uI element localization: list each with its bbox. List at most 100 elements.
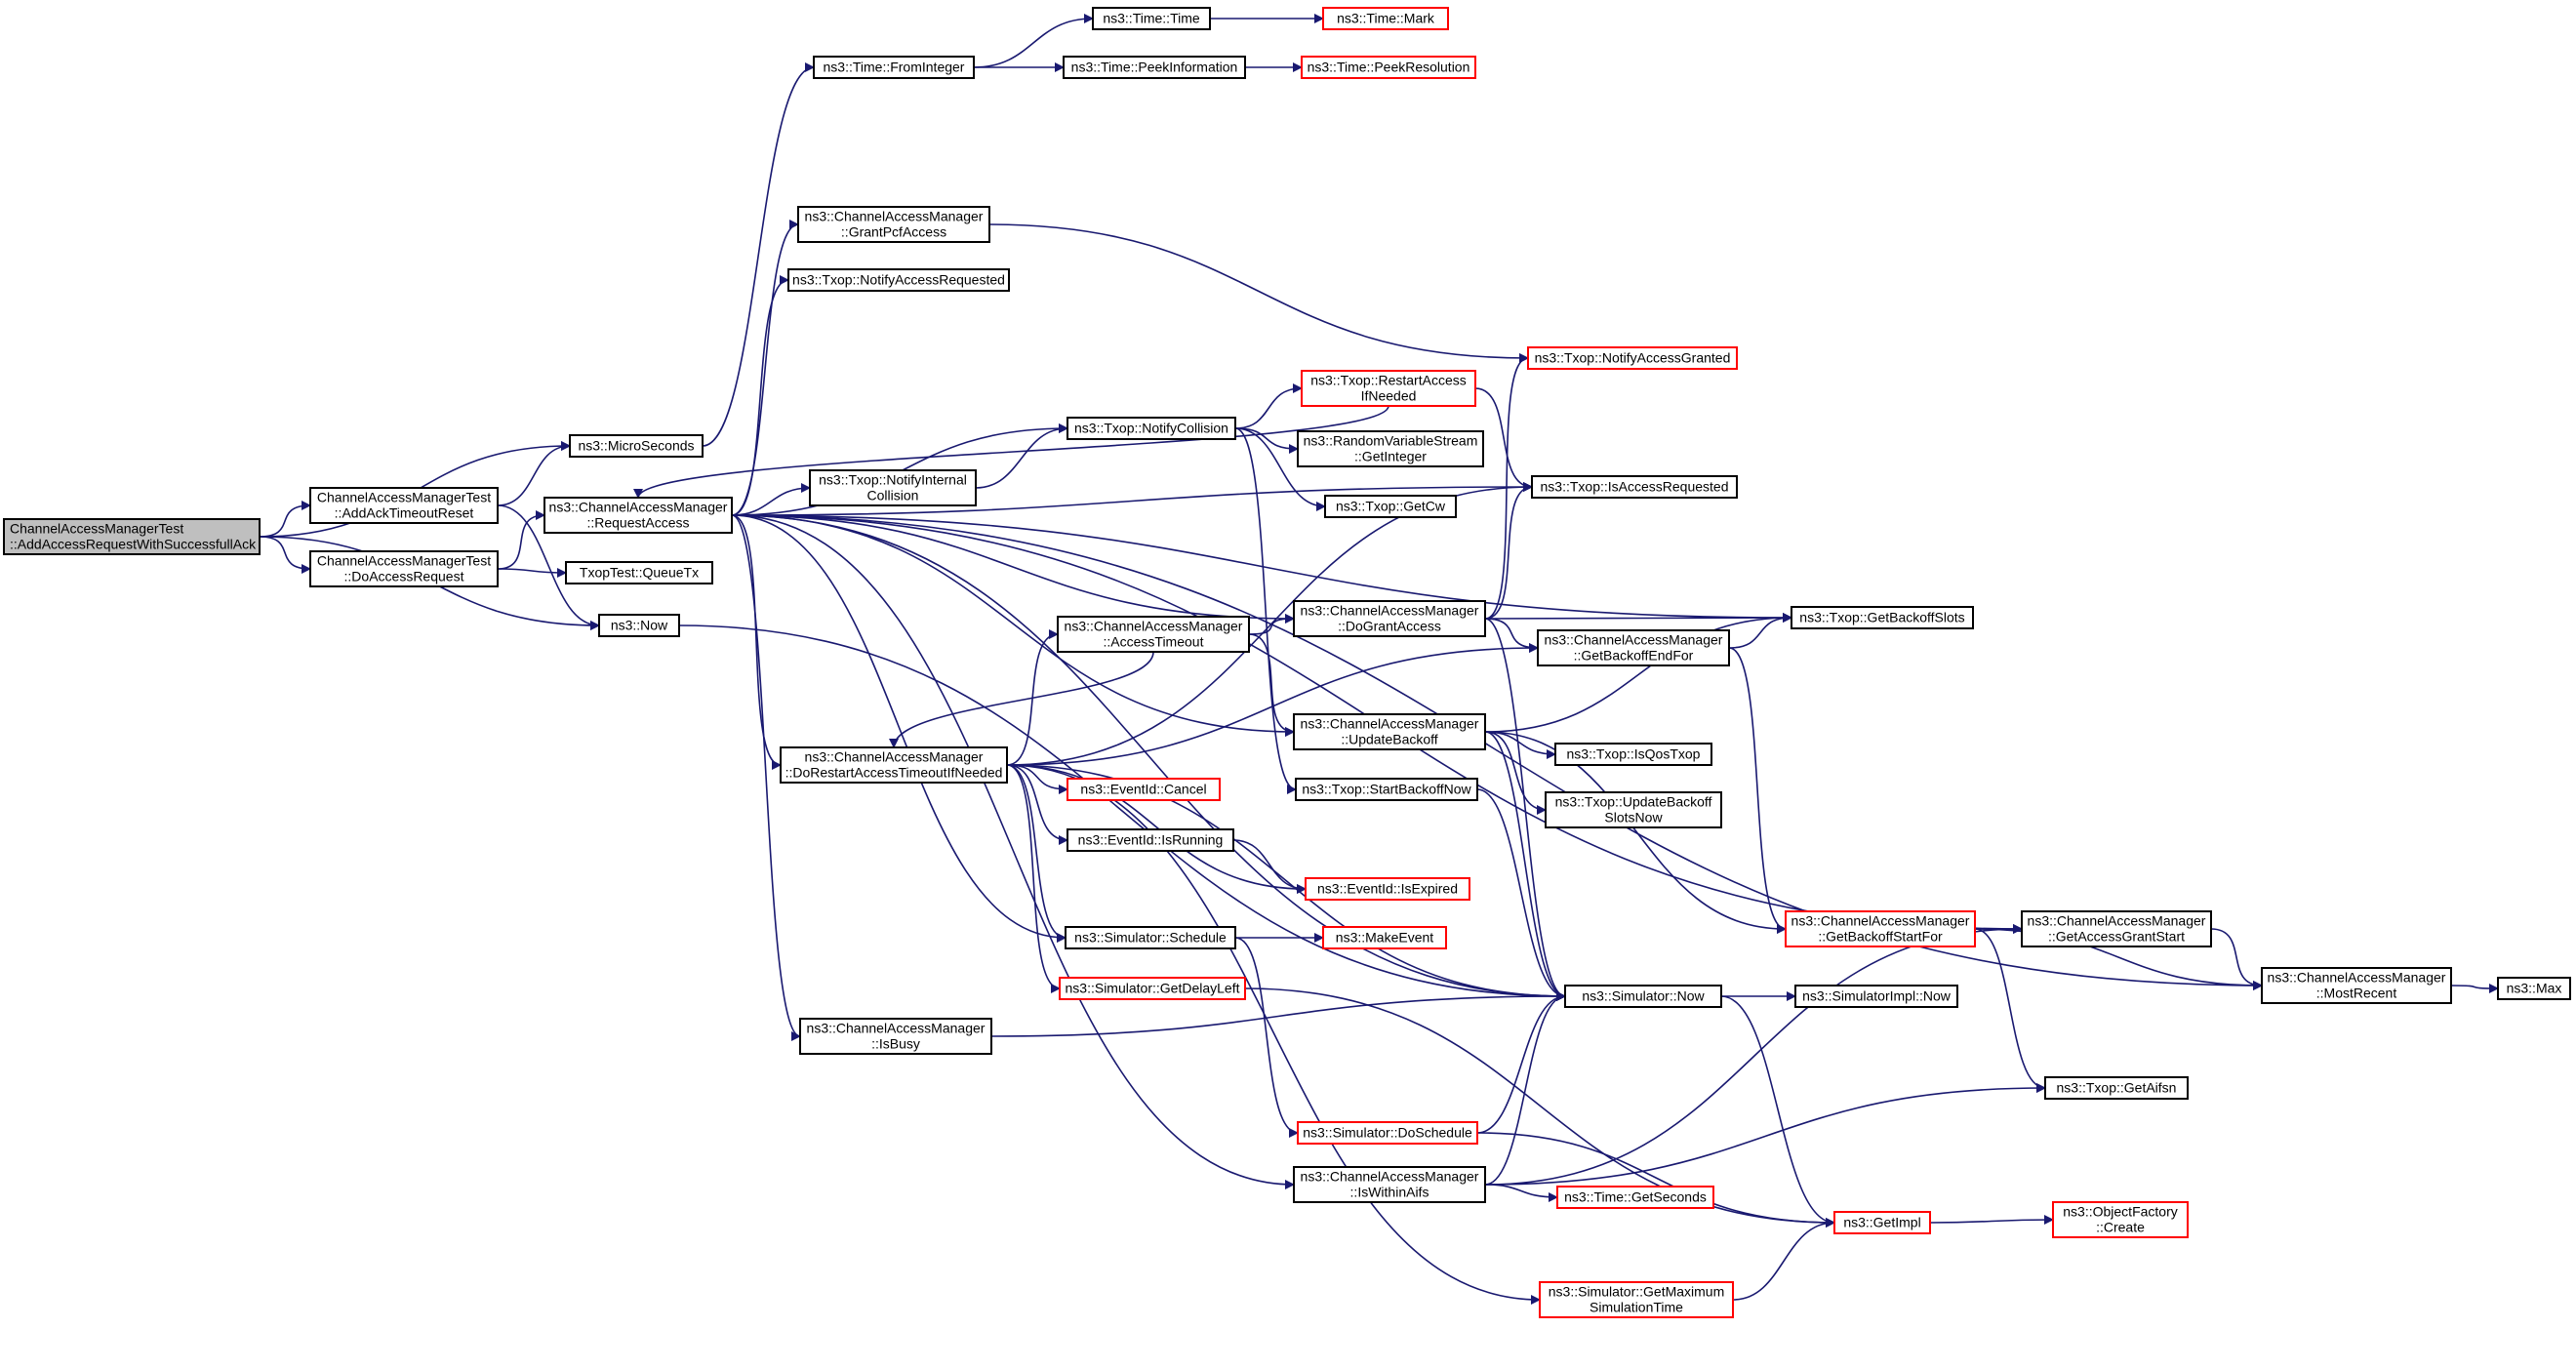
node-box xyxy=(1531,475,1738,499)
node-getaccgrant[interactable]: ns3::ChannelAccessManager::GetAccessGran… xyxy=(2021,910,2212,947)
node-isbusy[interactable]: ns3::ChannelAccessManager::IsBusy xyxy=(799,1018,992,1055)
node-label: ::DoAccessRequest xyxy=(344,569,464,584)
node-evrunning[interactable]: ns3::EventId::IsRunning xyxy=(1067,828,1234,852)
node-peekres[interactable]: ns3::Time::PeekResolution xyxy=(1301,56,1476,79)
node-dogrant[interactable]: ns3::ChannelAccessManager::DoGrantAccess xyxy=(1293,600,1486,637)
node-label: ::UpdateBackoff xyxy=(1341,732,1437,747)
node-box xyxy=(2497,977,2571,1000)
node-fromint[interactable]: ns3::Time::FromInteger xyxy=(813,56,975,79)
node-simimplnow[interactable]: ns3::SimulatorImpl::Now xyxy=(1794,985,1958,1008)
edge-reqaccess-to-iswithinaifs xyxy=(731,514,1295,1189)
node-doaccess[interactable]: ChannelAccessManagerTest::DoAccessReques… xyxy=(309,550,499,587)
node-getcw[interactable]: ns3::Txop::GetCw xyxy=(1324,495,1457,518)
node-root[interactable]: ChannelAccessManagerTest::AddAccessReque… xyxy=(3,518,261,555)
node-accesstimeout[interactable]: ns3::ChannelAccessManager::AccessTimeout xyxy=(1057,616,1250,653)
node-now[interactable]: ns3::Now xyxy=(598,614,680,637)
edge-root-to-doaccess xyxy=(259,536,311,574)
node-getbackoffend[interactable]: ns3::ChannelAccessManager::GetBackoffEnd… xyxy=(1537,629,1730,666)
edge-dogrant-to-getbackoffend xyxy=(1484,618,1539,653)
node-simschedule[interactable]: ns3::Simulator::Schedule xyxy=(1065,926,1236,949)
edge-simschedule-to-doschedule xyxy=(1234,937,1299,1138)
node-notifycoll[interactable]: ns3::Txop::NotifyCollision xyxy=(1067,417,1236,440)
edge-accesstimeout-to-dogrant xyxy=(1248,614,1295,635)
node-isqos[interactable]: ns3::Txop::IsQosTxop xyxy=(1554,743,1712,766)
node-box xyxy=(2021,910,2212,947)
node-label: ::GetBackoffStartFor xyxy=(1818,929,1943,945)
node-label: ns3::MakeEvent xyxy=(1336,930,1433,946)
edge-evrunning-to-evexpired xyxy=(1232,839,1307,894)
edge-iswithinaifs-to-getaccgrant xyxy=(1484,924,2023,1186)
node-iswithinaifs[interactable]: ns3::ChannelAccessManager::IsWithinAifs xyxy=(1293,1166,1486,1203)
node-getbackoffslots[interactable]: ns3::Txop::GetBackoffSlots xyxy=(1791,606,1974,629)
node-label: SimulationTime xyxy=(1590,1300,1683,1315)
node-doschedule[interactable]: ns3::Simulator::DoSchedule xyxy=(1297,1121,1478,1145)
node-simdelay[interactable]: ns3::Simulator::GetDelayLeft xyxy=(1059,977,1246,1000)
node-dorestart[interactable]: ns3::ChannelAccessManager::DoRestartAcce… xyxy=(780,746,1008,784)
edge-reqaccess-to-getbackoffslots xyxy=(731,514,1792,623)
node-notifygranted[interactable]: ns3::Txop::NotifyAccessGranted xyxy=(1527,346,1738,370)
node-label: ns3::Max xyxy=(2507,981,2562,996)
edge-iswithinaifs-to-getseconds xyxy=(1484,1184,1558,1202)
node-timemark[interactable]: ns3::Time::Mark xyxy=(1322,7,1449,30)
node-box xyxy=(1794,985,1958,1008)
edge-dogrant-to-getbackoffslots xyxy=(1484,613,1792,624)
node-box xyxy=(1539,1281,1734,1318)
node-box xyxy=(565,561,713,584)
node-notifyreq[interactable]: ns3::Txop::NotifyAccessRequested xyxy=(787,268,1010,292)
node-box xyxy=(809,469,977,506)
node-microseconds[interactable]: ns3::MicroSeconds xyxy=(569,434,704,458)
node-box xyxy=(1092,7,1211,30)
node-mostrecent[interactable]: ns3::ChannelAccessManager::MostRecent xyxy=(2261,967,2452,1004)
node-addack[interactable]: ChannelAccessManagerTest::AddAckTimeoutR… xyxy=(309,487,499,524)
node-label: ns3::Time::PeekResolution xyxy=(1308,60,1470,75)
node-label: ns3::Simulator::Now xyxy=(1582,988,1705,1004)
node-label: ns3::Simulator::Schedule xyxy=(1074,930,1227,946)
node-label: ns3::Simulator::GetMaximum xyxy=(1549,1284,1725,1300)
edge-reqaccess-to-isbusy xyxy=(731,514,801,1041)
node-grantpcf[interactable]: ns3::ChannelAccessManager::GrantPcfAcces… xyxy=(797,206,990,243)
node-reqaccess[interactable]: ns3::ChannelAccessManager::RequestAccess xyxy=(543,497,733,534)
edge-getbackoffend-to-getbackoffslots xyxy=(1728,613,1792,649)
edge-notifycoll-to-getcw xyxy=(1234,427,1326,511)
node-box xyxy=(797,206,990,243)
node-max[interactable]: ns3::Max xyxy=(2497,977,2571,1000)
node-isaccreq[interactable]: ns3::Txop::IsAccessRequested xyxy=(1531,475,1738,499)
node-startbackoff[interactable]: ns3::Txop::StartBackoffNow xyxy=(1295,778,1478,801)
node-box xyxy=(569,434,704,458)
node-getbackoffstart[interactable]: ns3::ChannelAccessManager::GetBackoffSta… xyxy=(1785,910,1976,947)
node-label: ns3::Simulator::DoSchedule xyxy=(1303,1125,1472,1141)
node-box xyxy=(1545,791,1722,828)
edge-reqaccess-to-mostrecent xyxy=(731,514,2263,990)
node-label: ns3::Time::PeekInformation xyxy=(1071,60,1238,75)
node-rvsgetint[interactable]: ns3::RandomVariableStream::GetInteger xyxy=(1297,430,1484,467)
node-getseconds[interactable]: ns3::Time::GetSeconds xyxy=(1556,1186,1714,1209)
node-label: ns3::ObjectFactory xyxy=(2063,1204,2178,1220)
node-updatebackoff[interactable]: ns3::ChannelAccessManager::UpdateBackoff xyxy=(1293,713,1486,750)
node-peekinfo[interactable]: ns3::Time::PeekInformation xyxy=(1063,56,1246,79)
node-makeevent[interactable]: ns3::MakeEvent xyxy=(1322,926,1447,949)
node-label: ::GetAccessGrantStart xyxy=(2048,929,2185,945)
node-evcancel[interactable]: ns3::EventId::Cancel xyxy=(1067,778,1221,801)
node-objcreate[interactable]: ns3::ObjectFactory::Create xyxy=(2052,1201,2189,1238)
node-getaifsn[interactable]: ns3::Txop::GetAifsn xyxy=(2044,1076,2189,1100)
edge-accesstimeout-to-updatebackoff xyxy=(1248,633,1295,737)
node-evexpired[interactable]: ns3::EventId::IsExpired xyxy=(1305,877,1470,901)
node-label: ns3::EventId::Cancel xyxy=(1080,782,1206,797)
node-box xyxy=(1065,926,1236,949)
edge-dorestart-to-simschedule xyxy=(1006,764,1067,943)
node-label: ns3::GetImpl xyxy=(1843,1215,1920,1230)
edge-notifycoll-to-restartaccess xyxy=(1234,383,1303,429)
node-label: ns3::EventId::IsRunning xyxy=(1078,832,1224,848)
node-box xyxy=(780,746,1008,784)
node-getimpl[interactable]: ns3::GetImpl xyxy=(1833,1211,1931,1234)
node-label: ::GetBackoffEndFor xyxy=(1574,648,1694,664)
node-queuetx[interactable]: TxopTest::QueueTx xyxy=(565,561,713,584)
node-simnow[interactable]: ns3::Simulator::Now xyxy=(1564,985,1722,1008)
node-timetime[interactable]: ns3::Time::Time xyxy=(1092,7,1211,30)
node-box xyxy=(1301,56,1476,79)
